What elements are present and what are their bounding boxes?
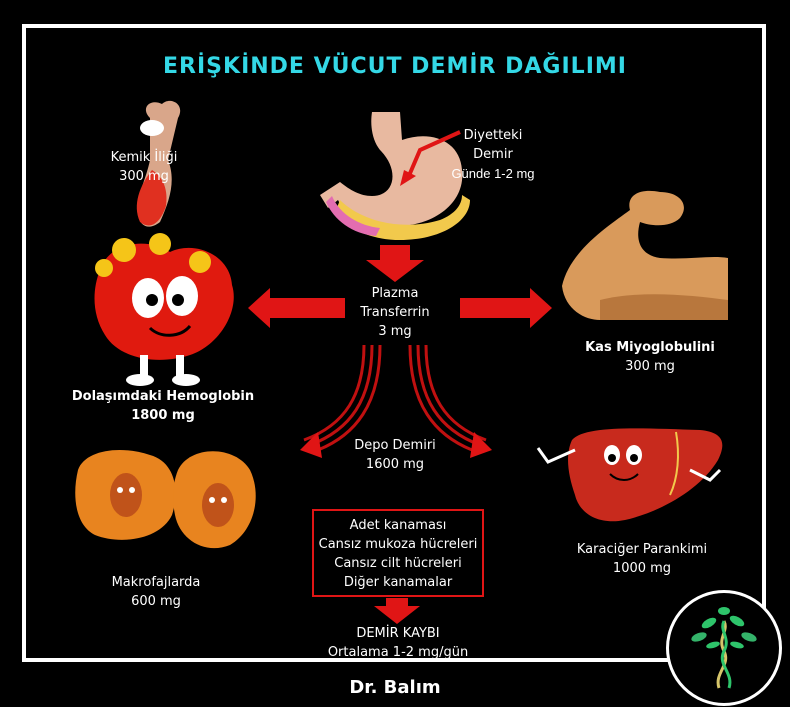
macrophage-amount: 600 mg [131,594,181,609]
depot-label: Depo Demiri 1600 mg [340,436,450,474]
page-title: ERİŞKİNDE VÜCUT DEMİR DAĞILIMI [163,54,627,79]
diet-line2: Demir [473,147,513,162]
plasma-line1: Plazma [371,286,419,301]
stomach-illustration [320,112,470,240]
depot-amount: 1600 mg [365,457,425,472]
loss-cause: Cansız mukoza hücreleri [318,537,478,552]
plasma-amount: 3 mg [378,324,412,339]
loss-causes-box: Adet kanaması Cansız mukoza hücreleri Ca… [312,509,484,597]
bone-marrow-label: Kemik İliği 300 mg [96,148,192,186]
plasma-line2: Transferrin [360,305,430,320]
loss-cause: Cansız cilt hücreleri [334,556,462,571]
diet-amount: Günde 1-2 mg [451,166,535,181]
muscle-label: Kas Miyoglobulini 300 mg [570,338,730,376]
diagram-frame [22,24,766,662]
author-signature: Dr. Balım [349,677,441,698]
plasma-label: Plazma Transferrin 3 mg [330,284,460,341]
bone-marrow-name: Kemik İliği [110,150,178,165]
hemoglobin-amount: 1800 mg [131,408,195,423]
iron-loss-name: DEMİR KAYBI [356,626,440,641]
bone-marrow-amount: 300 mg [119,169,169,184]
hemoglobin-illustration [94,233,234,386]
iron-loss-label: DEMİR KAYBI Ortalama 1-2 mg/gün [310,624,486,662]
diet-label: Diyetteki Demir Günde 1-2 mg [428,126,558,183]
muscle-name: Kas Miyoglobulini [585,340,715,355]
macrophage-illustration [75,450,256,549]
liver-illustration [536,428,723,522]
arrow-curved-depot [303,344,487,452]
loss-cause: Diğer kanamalar [343,575,453,590]
tree-dna-icon [691,607,757,689]
arrow-down-plasma [366,245,424,282]
liver-name: Karaciğer Parankimi [576,542,708,557]
hemoglobin-name: Dolaşımdaki Hemoglobin [71,389,255,404]
macrophage-name: Makrofajlarda [111,575,201,590]
muscle-illustration [562,190,728,320]
liver-amount: 1000 mg [612,561,672,576]
muscle-amount: 300 mg [625,359,675,374]
macrophage-label: Makrofajlarda 600 mg [96,573,216,611]
loss-cause: Adet kanaması [349,518,447,533]
brand-logo [666,590,782,706]
iron-loss-amount: Ortalama 1-2 mg/gün [327,645,469,660]
arrow-left-hemoglobin [248,288,345,328]
liver-label: Karaciğer Parankimi 1000 mg [556,540,728,578]
depot-name: Depo Demiri [354,438,436,453]
hemoglobin-label: Dolaşımdaki Hemoglobin 1800 mg [70,387,256,425]
diet-line1: Diyetteki [463,128,523,143]
arrow-right-muscle [460,288,552,328]
bone-illustration [136,100,181,227]
arrow-down-loss [374,598,420,624]
